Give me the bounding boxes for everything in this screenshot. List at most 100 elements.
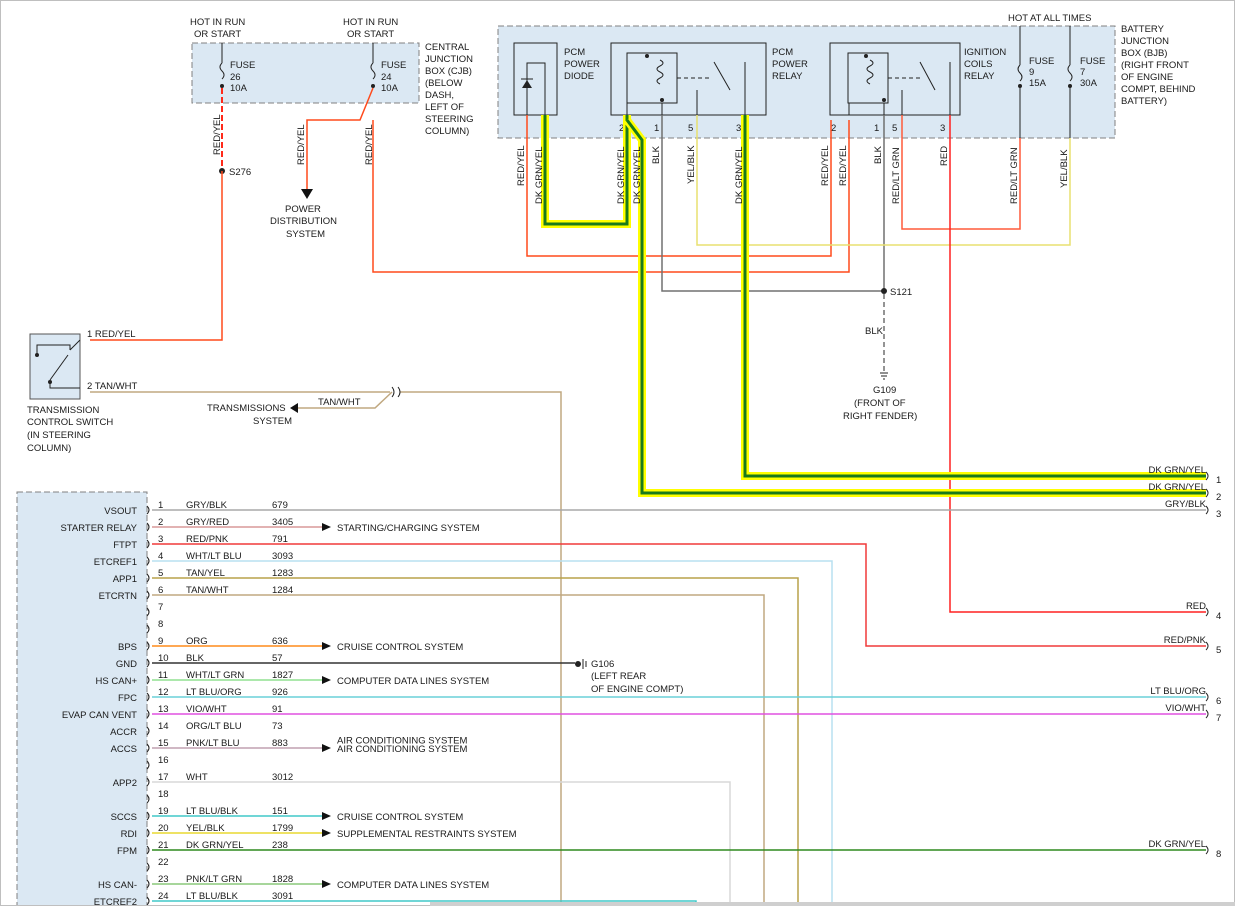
svg-text:RED/YEL: RED/YEL (838, 145, 849, 186)
svg-text:FUSE: FUSE (1029, 56, 1054, 67)
svg-text:RED: RED (939, 146, 950, 166)
pin-terminal-icon (146, 573, 150, 583)
svg-text:DK GRN/YEL: DK GRN/YEL (534, 146, 545, 204)
right-connector-pin-number: 3 (1216, 509, 1221, 520)
svg-text:2: 2 (619, 123, 624, 134)
pin-terminal-icon (146, 828, 150, 838)
pcm-circuit-number: 3093 (272, 551, 293, 562)
pcm-pin-number: 4 (158, 551, 163, 562)
svg-text:HOT IN RUN: HOT IN RUN (343, 17, 398, 28)
wire-fuse24-to-power-dist (306, 87, 374, 190)
arrow-icon (322, 523, 331, 531)
pin-terminal-icon (146, 522, 150, 532)
pin-terminal-icon (146, 692, 150, 702)
pin-terminal-icon (1205, 471, 1209, 481)
wire-dkgrn-yel-highlight (541, 115, 1206, 497)
svg-text:RED/LT GRN: RED/LT GRN (891, 147, 902, 204)
pin-terminal-icon (1205, 692, 1209, 702)
pcm-wire (152, 781, 731, 906)
pcm-pin-number: 3 (158, 534, 163, 545)
pcm-circuit-number: 57 (272, 653, 283, 664)
svg-text:JUNCTION: JUNCTION (1121, 36, 1169, 47)
pcm-pin-name: BPS (118, 642, 137, 653)
svg-text:30A: 30A (1080, 78, 1098, 89)
ac-system-label: AIR CONDITIONING SYSTEM (337, 736, 467, 747)
destination-system-label: CRUISE CONTROL SYSTEM (337, 642, 463, 653)
svg-text:BLK: BLK (651, 145, 662, 164)
svg-text:5: 5 (688, 123, 693, 134)
pin-terminal-icon (146, 726, 150, 736)
svg-text:G109: G109 (873, 385, 896, 396)
pcm-pin-name: EVAP CAN VENT (62, 710, 137, 721)
hot-at-all-times-label: HOT AT ALL TIMES (1008, 13, 1091, 24)
ground-icon-g109 (880, 372, 888, 380)
svg-text:COLUMN): COLUMN) (425, 126, 469, 137)
pin-terminal-icon (146, 607, 150, 617)
pcm-pin-number: 9 (158, 636, 163, 647)
svg-text:26: 26 (230, 72, 241, 83)
pcm-pin-name: FPM (117, 846, 137, 857)
pin-terminal-icon (146, 658, 150, 668)
blk-label: BLK (865, 326, 884, 337)
pcm-pin-number: 14 (158, 721, 169, 732)
destination-system-label: STARTING/CHARGING SYSTEM (337, 523, 480, 534)
svg-text:YEL/BLK: YEL/BLK (1059, 149, 1070, 188)
svg-text:PCM: PCM (772, 47, 793, 58)
tcs-pin1-label: 1 RED/YEL (87, 329, 136, 340)
pcm-wire-color: LT BLU/BLK (186, 806, 239, 817)
svg-text:(IN STEERING: (IN STEERING (27, 430, 91, 441)
horizontal-scrollbar[interactable] (430, 902, 1235, 906)
wire-label-red-yel-1: RED/YEL (212, 114, 223, 155)
pcm-pin-name: FTPT (113, 540, 137, 551)
pcm-pin-name: ETCRTN (99, 591, 137, 602)
pcm-wire-color: TAN/YEL (186, 568, 225, 579)
pcm-wire-color: WHT/LT BLU (186, 551, 242, 562)
pcm-circuit-number: 3012 (272, 772, 293, 783)
wire-red-lt-grn (901, 115, 1021, 230)
pin-terminal-icon (146, 811, 150, 821)
arrow-icon (322, 642, 331, 650)
svg-text:DASH,: DASH, (425, 90, 454, 101)
svg-text:AIR CONDITIONING SYSTEM: AIR CONDITIONING SYSTEM (337, 736, 467, 747)
fuse-9: FUSE 9 15A (1017, 26, 1054, 138)
wire-fuse24-to-ign-relay (372, 120, 850, 273)
svg-text:1: 1 (874, 123, 879, 134)
arrow-power-dist (301, 189, 313, 199)
g106-label: G106 (LEFT REAR OF ENGINE COMPT) (591, 659, 683, 695)
destination-system-label: SUPPLEMENTAL RESTRAINTS SYSTEM (337, 829, 517, 840)
pcm-pin-number: 10 (158, 653, 169, 664)
svg-text:(FRONT OF: (FRONT OF (854, 398, 906, 409)
pcm-circuit-number: 238 (272, 840, 288, 851)
arrow-icon (322, 812, 331, 820)
wire-label-red-yel-2: RED/YEL (296, 124, 307, 165)
right-connector-wire-label: DK GRN/YEL (1148, 465, 1206, 476)
svg-text:COMPT, BEHIND: COMPT, BEHIND (1121, 84, 1196, 95)
svg-text:POWER: POWER (285, 204, 321, 215)
svg-text:OR START: OR START (194, 29, 241, 40)
svg-text:DISTRIBUTION: DISTRIBUTION (270, 216, 337, 227)
svg-text:SYSTEM: SYSTEM (286, 229, 325, 240)
svg-text:HOT IN RUN: HOT IN RUN (190, 17, 245, 28)
pcm-pin-number: 12 (158, 687, 169, 698)
transmission-control-switch[interactable] (29, 333, 81, 400)
arrow-trans-sys (290, 403, 298, 413)
arrow-icon (322, 829, 331, 837)
s121-label: S121 (890, 287, 912, 298)
power-distribution-label: POWER DISTRIBUTION SYSTEM (270, 204, 337, 240)
pcm-wire-color: DK GRN/YEL (186, 840, 244, 851)
pcm-pin-number: 11 (158, 670, 168, 681)
svg-text:RELAY: RELAY (964, 71, 995, 82)
svg-text:STEERING: STEERING (425, 114, 474, 125)
right-connector-pin-number: 1 (1216, 475, 1221, 486)
pcm-pin-name: GND (116, 659, 137, 670)
svg-text:FUSE: FUSE (381, 60, 406, 71)
